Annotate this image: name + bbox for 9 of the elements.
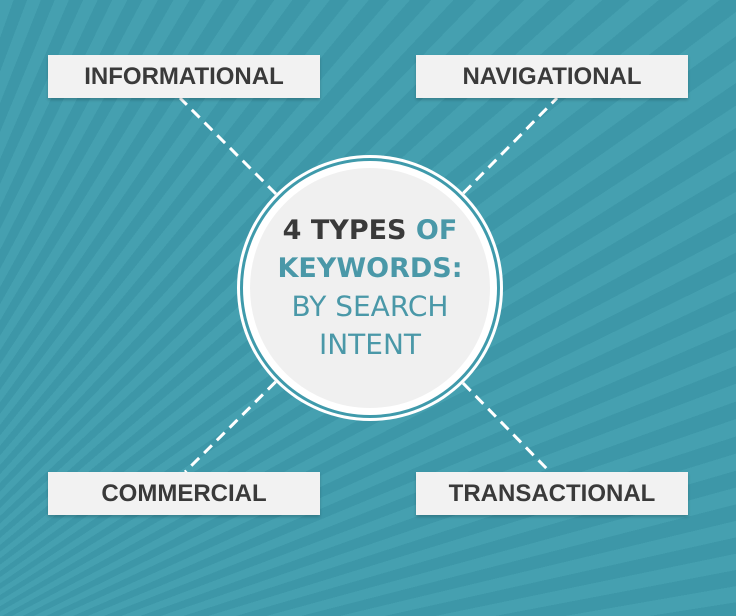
circle-heading: 4 TYPES OF KEYWORDS: <box>276 214 464 286</box>
keyword-type-box: TRANSACTIONAL <box>416 472 688 515</box>
connector-line <box>184 380 277 474</box>
keyword-type-box: INFORMATIONAL <box>48 55 320 98</box>
connector-line <box>178 96 278 196</box>
connector-line <box>462 96 558 194</box>
circle-subheading: BY SEARCH INTENT <box>290 289 450 363</box>
keyword-type-box: NAVIGATIONAL <box>416 55 688 98</box>
keyword-type-box: COMMERCIAL <box>48 472 320 515</box>
